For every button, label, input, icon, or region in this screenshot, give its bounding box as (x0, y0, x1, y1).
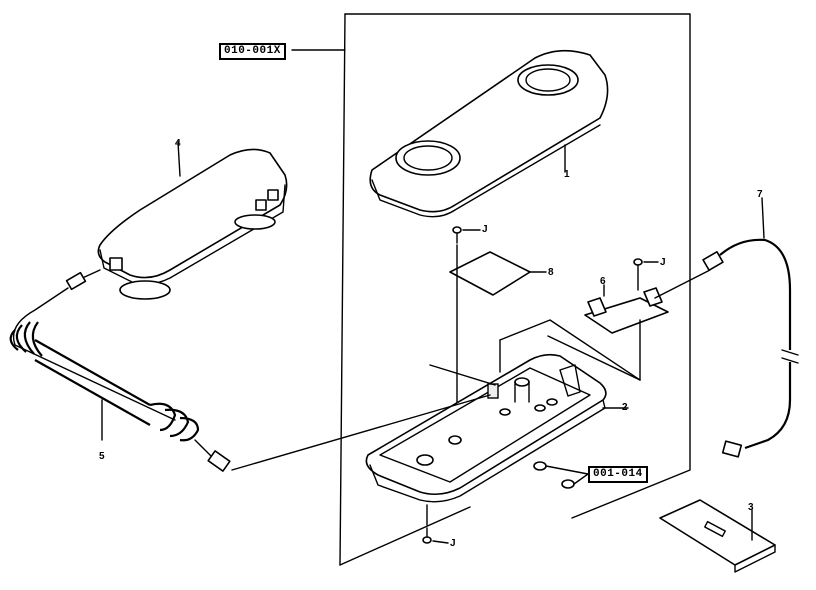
part-number-7: 7 (757, 189, 763, 200)
feet-kit-number-label: 001-014 (588, 466, 648, 483)
screw-label-j-top: J (482, 224, 488, 235)
part-number-1: 1 (564, 169, 570, 180)
telephone-line-cord (654, 197, 799, 458)
assembly-number-label: 010-001X (219, 43, 286, 60)
screw-j-right (633, 258, 659, 291)
assembly-bracket-lines (291, 13, 691, 566)
part-number-8: 8 (548, 267, 554, 278)
part-number-5: 5 (99, 451, 105, 462)
handset (97, 141, 288, 300)
part-number-4: 4 (175, 138, 181, 149)
part-number-3: 3 (748, 502, 754, 513)
base-tray (365, 319, 641, 503)
adhesive-pad (449, 251, 547, 296)
modular-jack-board (584, 284, 669, 381)
coiled-handset-cord (9, 269, 496, 472)
screw-label-j-right: J (660, 257, 666, 268)
wall-mount-plate (659, 499, 776, 573)
rubber-feet (533, 461, 589, 489)
part-number-2: 2 (622, 402, 628, 413)
base-top-cover (369, 49, 609, 218)
screw-j-bottom (422, 504, 449, 544)
part-number-6: 6 (600, 276, 606, 287)
screw-label-j-bottom: J (450, 538, 456, 549)
